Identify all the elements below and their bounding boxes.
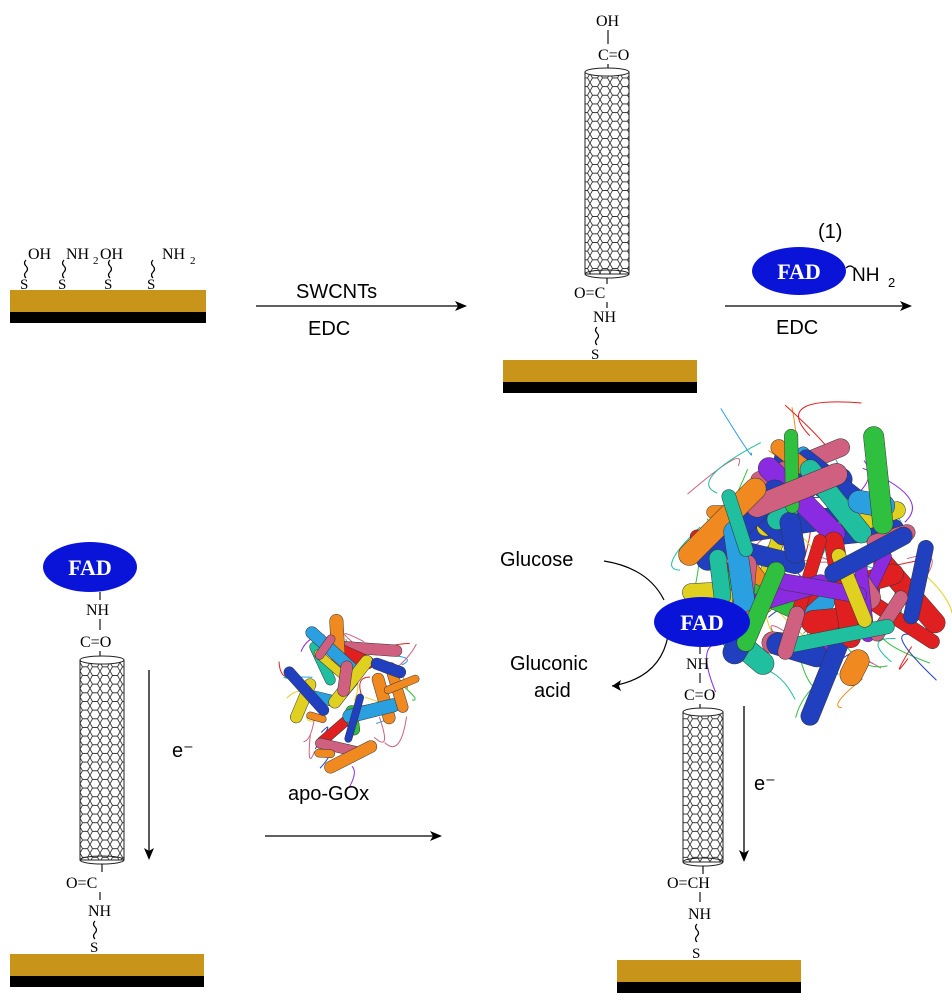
- gluconic-arrow: [611, 635, 669, 687]
- nanotube-icon: [682, 707, 724, 867]
- subscript-2-a: 2: [93, 255, 99, 267]
- electron-label: e⁻: [172, 740, 194, 762]
- fad-label: FAD: [777, 259, 821, 284]
- protein-icon: [671, 401, 952, 726]
- gold-surface: [503, 360, 697, 382]
- fad-ellipse-icon: [752, 247, 846, 295]
- electrode-base: [10, 312, 206, 323]
- thiol-s: S: [692, 946, 700, 962]
- step3-assembly: FAD NH C=O e⁻ O=C NH S: [10, 542, 204, 987]
- amine-subscript: 2: [888, 275, 895, 290]
- arrow-step3: apo-GOx: [265, 614, 442, 841]
- reagent-edc-1: EDC: [308, 318, 350, 340]
- group-oh-1: OH: [28, 246, 52, 263]
- base-nh: NH: [688, 906, 712, 923]
- amine-nh: NH: [852, 265, 879, 286]
- fad-ellipse-icon: [654, 597, 750, 647]
- base-carbonyl: O=CH: [667, 875, 710, 892]
- electrode-base: [10, 976, 204, 987]
- thiol-s-1: S: [20, 277, 28, 293]
- base-carbonyl: O=C: [574, 285, 605, 302]
- linker-carbonyl: C=O: [80, 634, 111, 651]
- electrode-base: [617, 982, 801, 993]
- electron-label: e⁻: [754, 773, 776, 795]
- subscript-2-b: 2: [190, 255, 196, 267]
- group-nh-2: NH: [162, 246, 186, 263]
- thiol-s-3: S: [104, 277, 112, 293]
- gold-surface: [10, 290, 206, 312]
- gold-surface: [10, 954, 204, 976]
- reagent-apo-gox: apo-GOx: [288, 783, 369, 805]
- thiol-s-4: S: [147, 277, 155, 293]
- nanotube-icon: [79, 655, 125, 865]
- arrow-step1: SWCNTs EDC: [256, 281, 467, 340]
- tip-carbonyl: C=O: [598, 47, 629, 64]
- fad-ellipse-icon: [43, 542, 137, 592]
- base-carbonyl: O=C: [66, 875, 97, 892]
- compound-number: (1): [818, 221, 842, 243]
- fad-label: FAD: [680, 610, 724, 635]
- linker-nh: NH: [686, 656, 710, 673]
- nanotube-icon: [584, 67, 630, 279]
- base-nh: NH: [593, 309, 617, 326]
- base-nh: NH: [88, 903, 112, 920]
- thiol-s: S: [90, 940, 98, 956]
- linker-carbonyl: C=O: [684, 687, 715, 704]
- glucose-arrow: [603, 560, 665, 601]
- linker-nh: NH: [86, 602, 110, 619]
- step2-assembly: OH C=O O=C NH S: [503, 13, 697, 393]
- thiol-s-2: S: [58, 277, 66, 293]
- glucose-label: Glucose: [500, 549, 573, 571]
- reagent-edc-2: EDC: [776, 317, 818, 339]
- group-oh-2: OH: [100, 246, 124, 263]
- gold-surface: [617, 960, 801, 982]
- step1-electrode: S S S S OH NH 2 OH NH 2: [10, 246, 206, 323]
- thiol-s: S: [591, 347, 599, 363]
- gluconic-label-1: Gluconic: [510, 653, 588, 675]
- electrode-base: [503, 382, 697, 393]
- arrow-step2: (1) FAD NH 2 EDC: [725, 221, 912, 339]
- reagent-swcnts: SWCNTs: [296, 281, 377, 303]
- tip-oh: OH: [596, 13, 620, 30]
- group-nh-1: NH: [66, 246, 90, 263]
- step4-assembly: Glucose Gluconic acid FAD NH C=O e⁻ O=CH…: [500, 401, 952, 993]
- protein-icon: [278, 614, 420, 787]
- gluconic-label-2: acid: [534, 680, 571, 702]
- fad-label: FAD: [68, 555, 112, 580]
